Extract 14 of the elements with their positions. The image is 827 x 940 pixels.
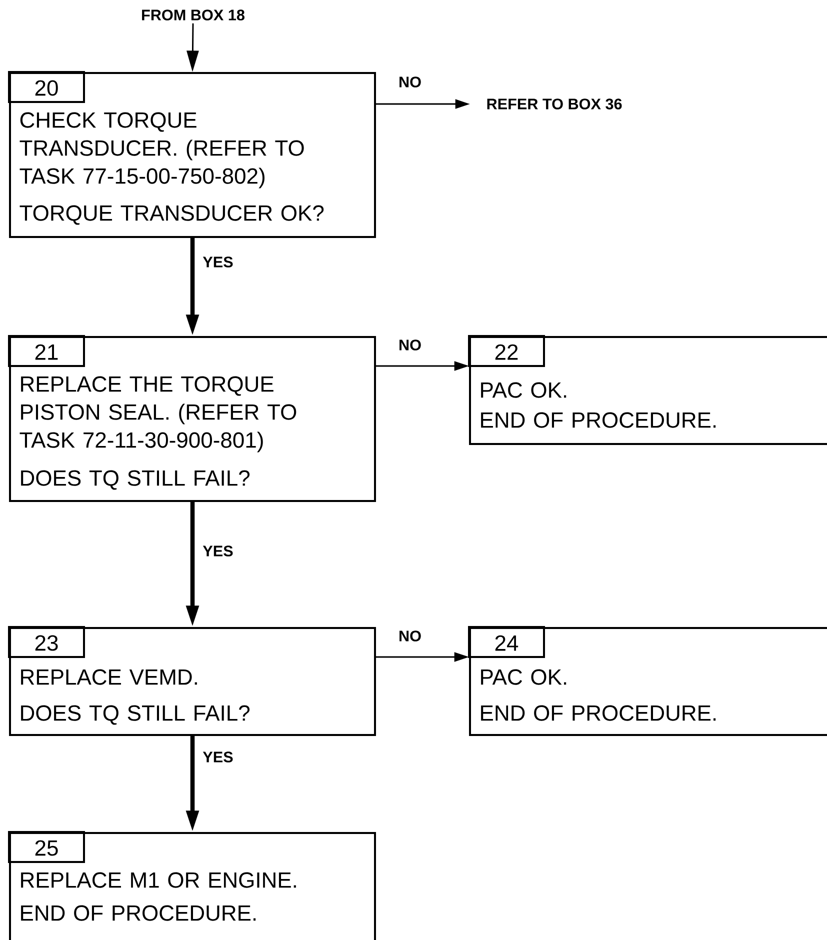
edge-label: YES [201, 750, 235, 764]
flow-text: FROM BOX 18 [142, 10, 244, 20]
process-box: 23 REPLACE VEMD. DOES TQ STILL FAIL? [8, 626, 376, 736]
edge-label: NO [397, 338, 423, 352]
process-box: 25 REPLACE M1 OR ENGINE. END OF PROCEDURE. [8, 831, 376, 940]
process-box: 21 REPLACE THE TORQUE PISTON SEAL. (REFER TO TASK 72-11-30-900-801) DOES TQ STILL FAIL? [8, 335, 376, 502]
edge-label: YES [201, 544, 235, 558]
edge-label: NO [397, 75, 423, 89]
edge-label: NO [397, 629, 423, 643]
flow-text: REFER TO BOX 36 [487, 98, 622, 110]
process-box: 22 PAC OK. END OF PROCEDURE. [468, 335, 827, 445]
process-box: 24 PAC OK. END OF PROCEDURE. [468, 626, 827, 736]
process-box: 20 CHECK TORQUE TRANSDUCER. (REFER TO TASK 77-15-00-750-802) TORQUE TRANSDUCER OK? [8, 71, 376, 238]
edge-label: YES [201, 255, 235, 269]
